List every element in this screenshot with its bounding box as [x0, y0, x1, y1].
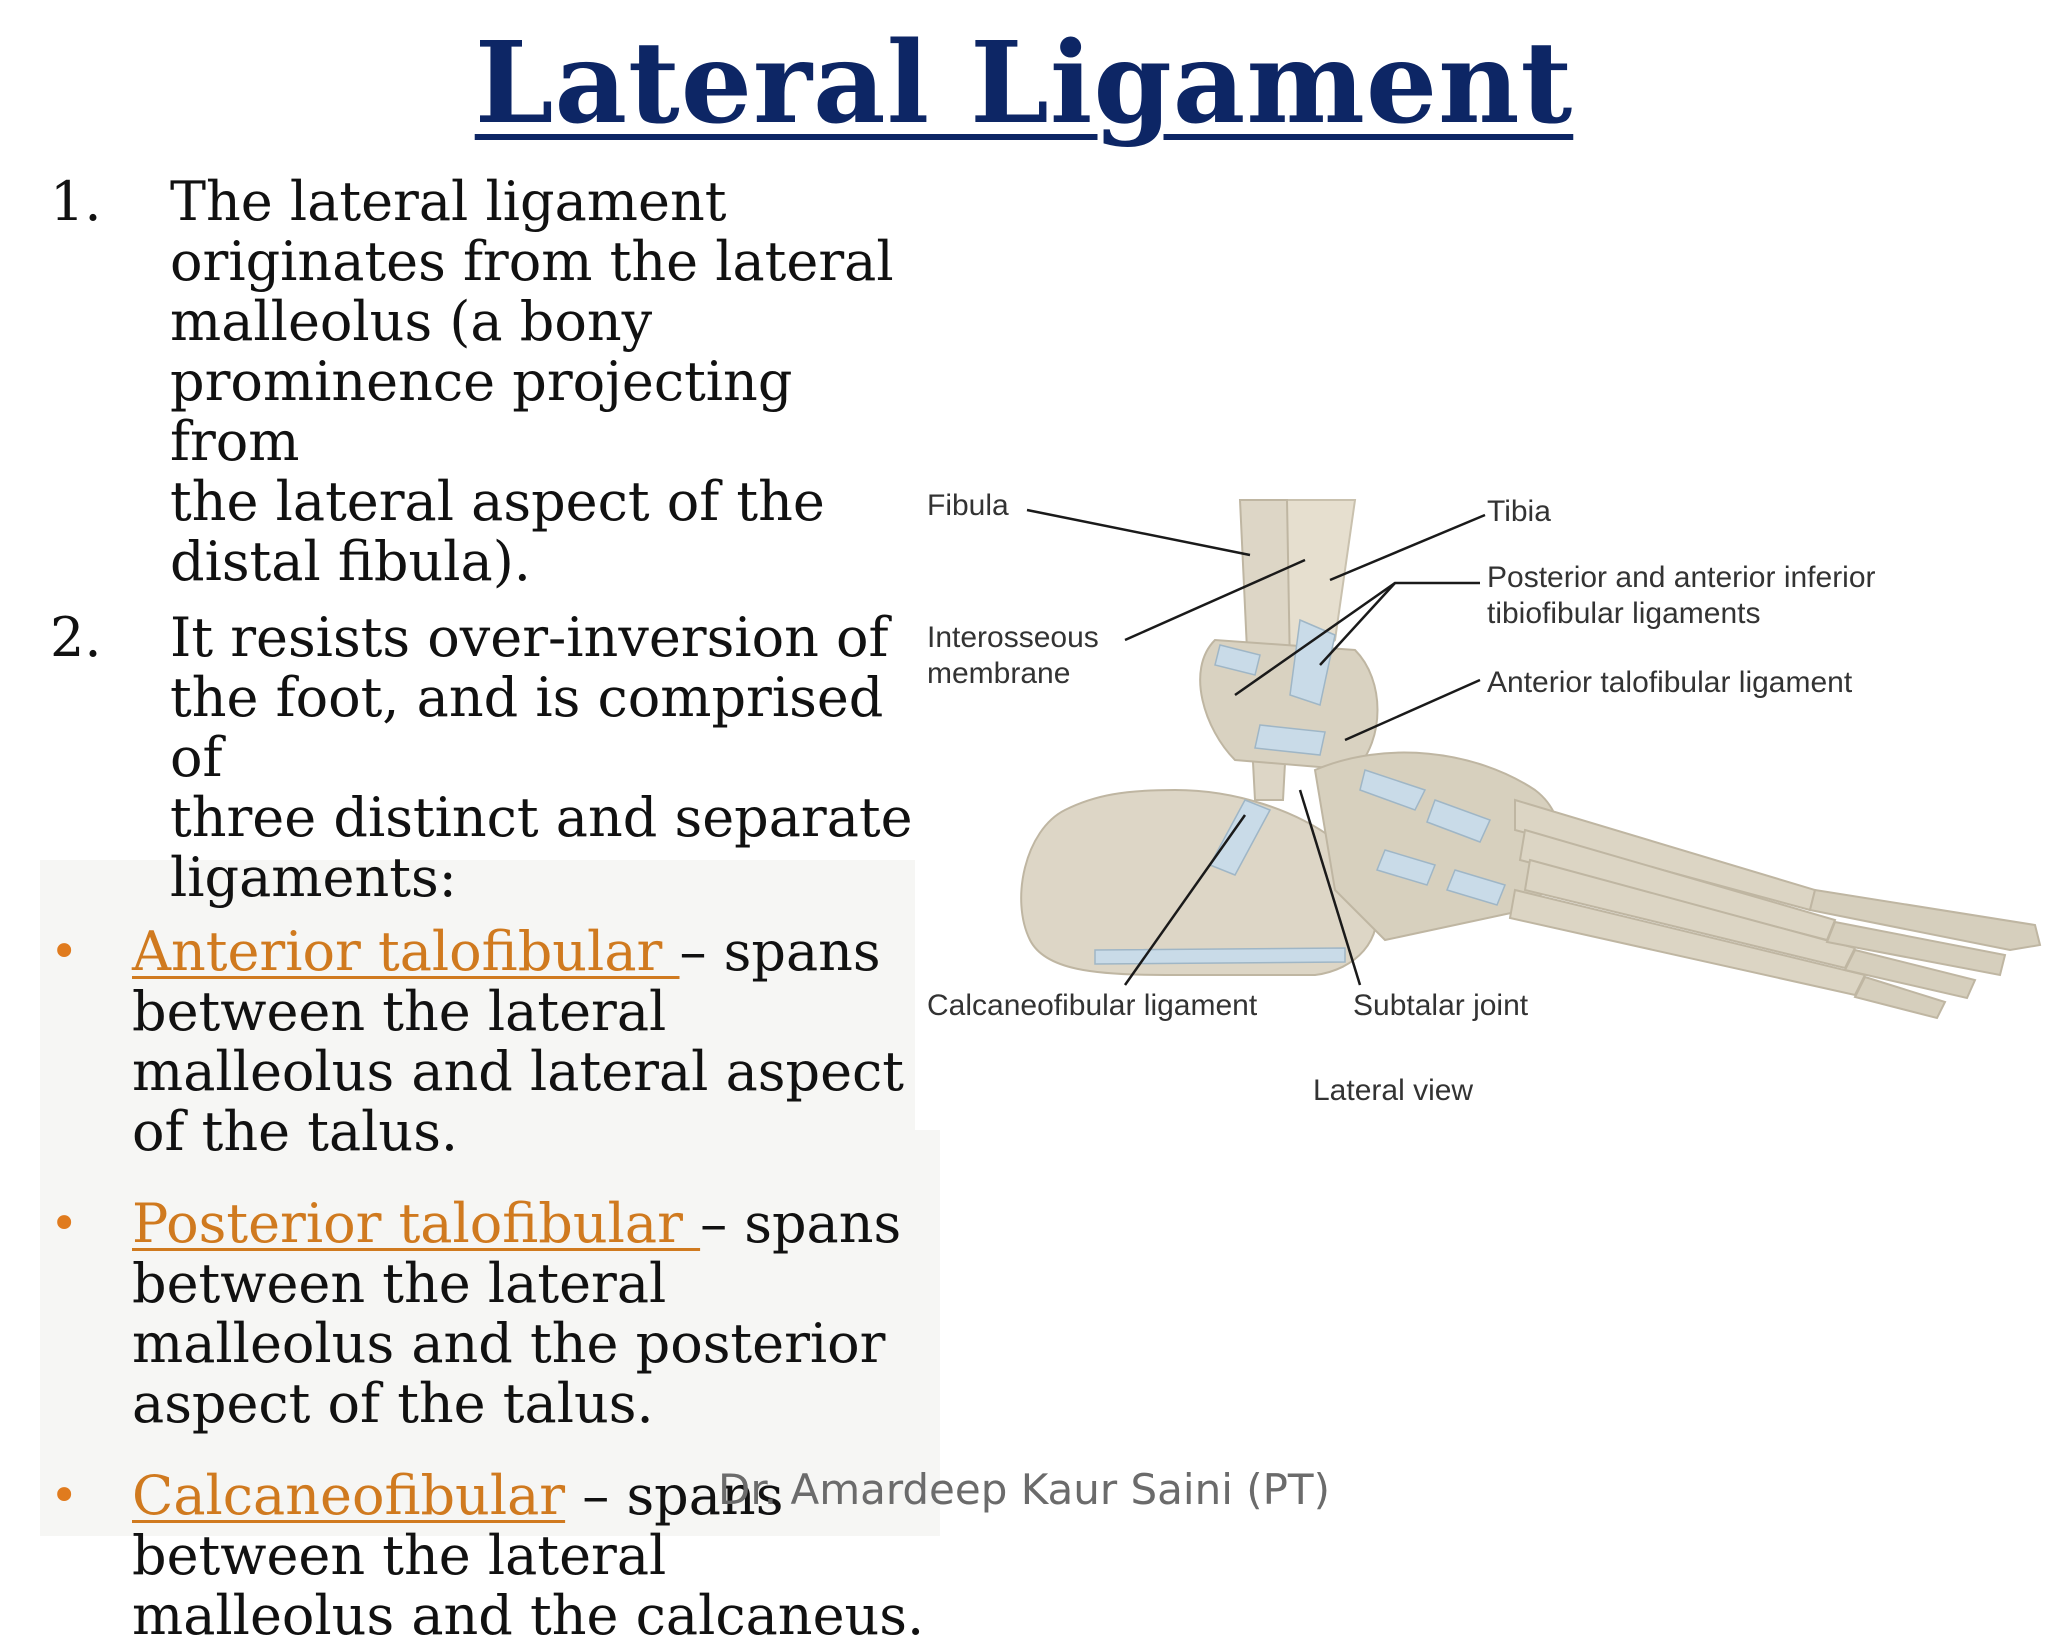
numbered-item-2: 2. It resists over-inversion of the foot… — [50, 608, 930, 908]
anterior-talofibular-ligament — [1254, 724, 1326, 756]
label-interosseous-membrane: Interosseous membrane — [927, 621, 1099, 690]
item-number: 2. — [50, 606, 102, 669]
label-anterior-talofibular: Anterior talofibular ligament — [1487, 666, 1853, 699]
title-text: Lateral Ligament — [474, 18, 1574, 149]
tibiofibular-ligament — [1289, 618, 1336, 706]
bullet-item-posterior-talofibular: • Posterior talofibular – spans between … — [50, 1194, 930, 1434]
foot-ligament — [1359, 769, 1427, 811]
item-number: 1. — [50, 170, 102, 233]
bullet-item-anterior-talofibular: • Anterior talofibular – spans between t… — [50, 922, 930, 1162]
calcaneus-bone — [1020, 788, 1378, 976]
label-calcaneofibular: Calcaneofibular ligament — [927, 989, 1258, 1022]
slide: Lateral Ligament 1. The lateral ligament… — [0, 21, 2048, 1646]
ligament-description: – spans between the lateral malleolus an… — [132, 1192, 902, 1435]
item-text: The lateral ligament originates from the… — [170, 170, 894, 593]
ligament-link-posterior-talofibular[interactable]: Posterior talofibular — [132, 1192, 701, 1255]
label-tibiofibular-ligaments: Posterior and anterior inferior tibiofib… — [1487, 561, 1876, 630]
toe-phalanges — [1853, 975, 1947, 1020]
toe-phalanges — [1825, 920, 2007, 977]
item-text: It resists over-inversion of the foot, a… — [170, 606, 913, 909]
foot-ligament — [1445, 869, 1507, 906]
tibia-leader-line — [1329, 513, 1486, 582]
bullet-text: Posterior talofibular – spans between th… — [132, 1194, 930, 1434]
ligament-description: – spans between the lateral malleolus an… — [132, 920, 904, 1163]
tibiofibular-ligament — [1214, 644, 1261, 676]
atfl-leader-line — [1344, 678, 1481, 742]
interosseous-leader-line — [1124, 558, 1306, 642]
subtalar-leader-line — [1298, 789, 1362, 986]
numbered-item-1: 1. The lateral ligament originates from … — [50, 172, 930, 592]
ligaments — [1094, 618, 1507, 965]
ligament-link-calcaneofibular[interactable]: Calcaneofibular — [132, 1464, 566, 1527]
foot-ligament — [1426, 799, 1492, 843]
fibula-leader-line — [1026, 508, 1251, 557]
toe-phalanges — [1843, 948, 1977, 1000]
slide-title: Lateral Ligament — [0, 22, 2048, 145]
label-subtalar-joint: Subtalar joint — [1353, 989, 1529, 1022]
bullet-text: Anterior talofibular – spans between the… — [132, 922, 930, 1162]
label-fibula: Fibula — [927, 489, 1009, 522]
tibiofibular-leader-line — [1319, 582, 1396, 666]
cfl-leader-line — [1123, 814, 1247, 986]
footer-author: Dr. Amardeep Kaur Saini (PT) — [718, 1465, 1330, 1514]
ligament-link-anterior-talofibular[interactable]: Anterior talofibular — [132, 920, 680, 983]
foot-ligament — [1375, 849, 1437, 886]
background-shade — [40, 860, 940, 1536]
calcaneofibular-ligament — [1208, 799, 1272, 876]
plantar-ligament — [1094, 947, 1346, 965]
content-text: 1. The lateral ligament originates from … — [50, 172, 930, 1646]
leader-lines — [1026, 508, 1486, 986]
label-tibia: Tibia — [1487, 495, 1551, 528]
bullet-dot: • — [50, 1468, 79, 1524]
toe-phalanges — [1808, 888, 2042, 952]
ankle-illustration — [1020, 499, 2042, 1020]
bullet-dot: • — [50, 924, 79, 980]
bullet-dot: • — [50, 1196, 79, 1252]
ankle-lateral-view-figure: Fibula Tibia Posterior and anterior infe… — [915, 470, 2048, 1130]
label-lateral-view: Lateral view — [1313, 1074, 1474, 1107]
